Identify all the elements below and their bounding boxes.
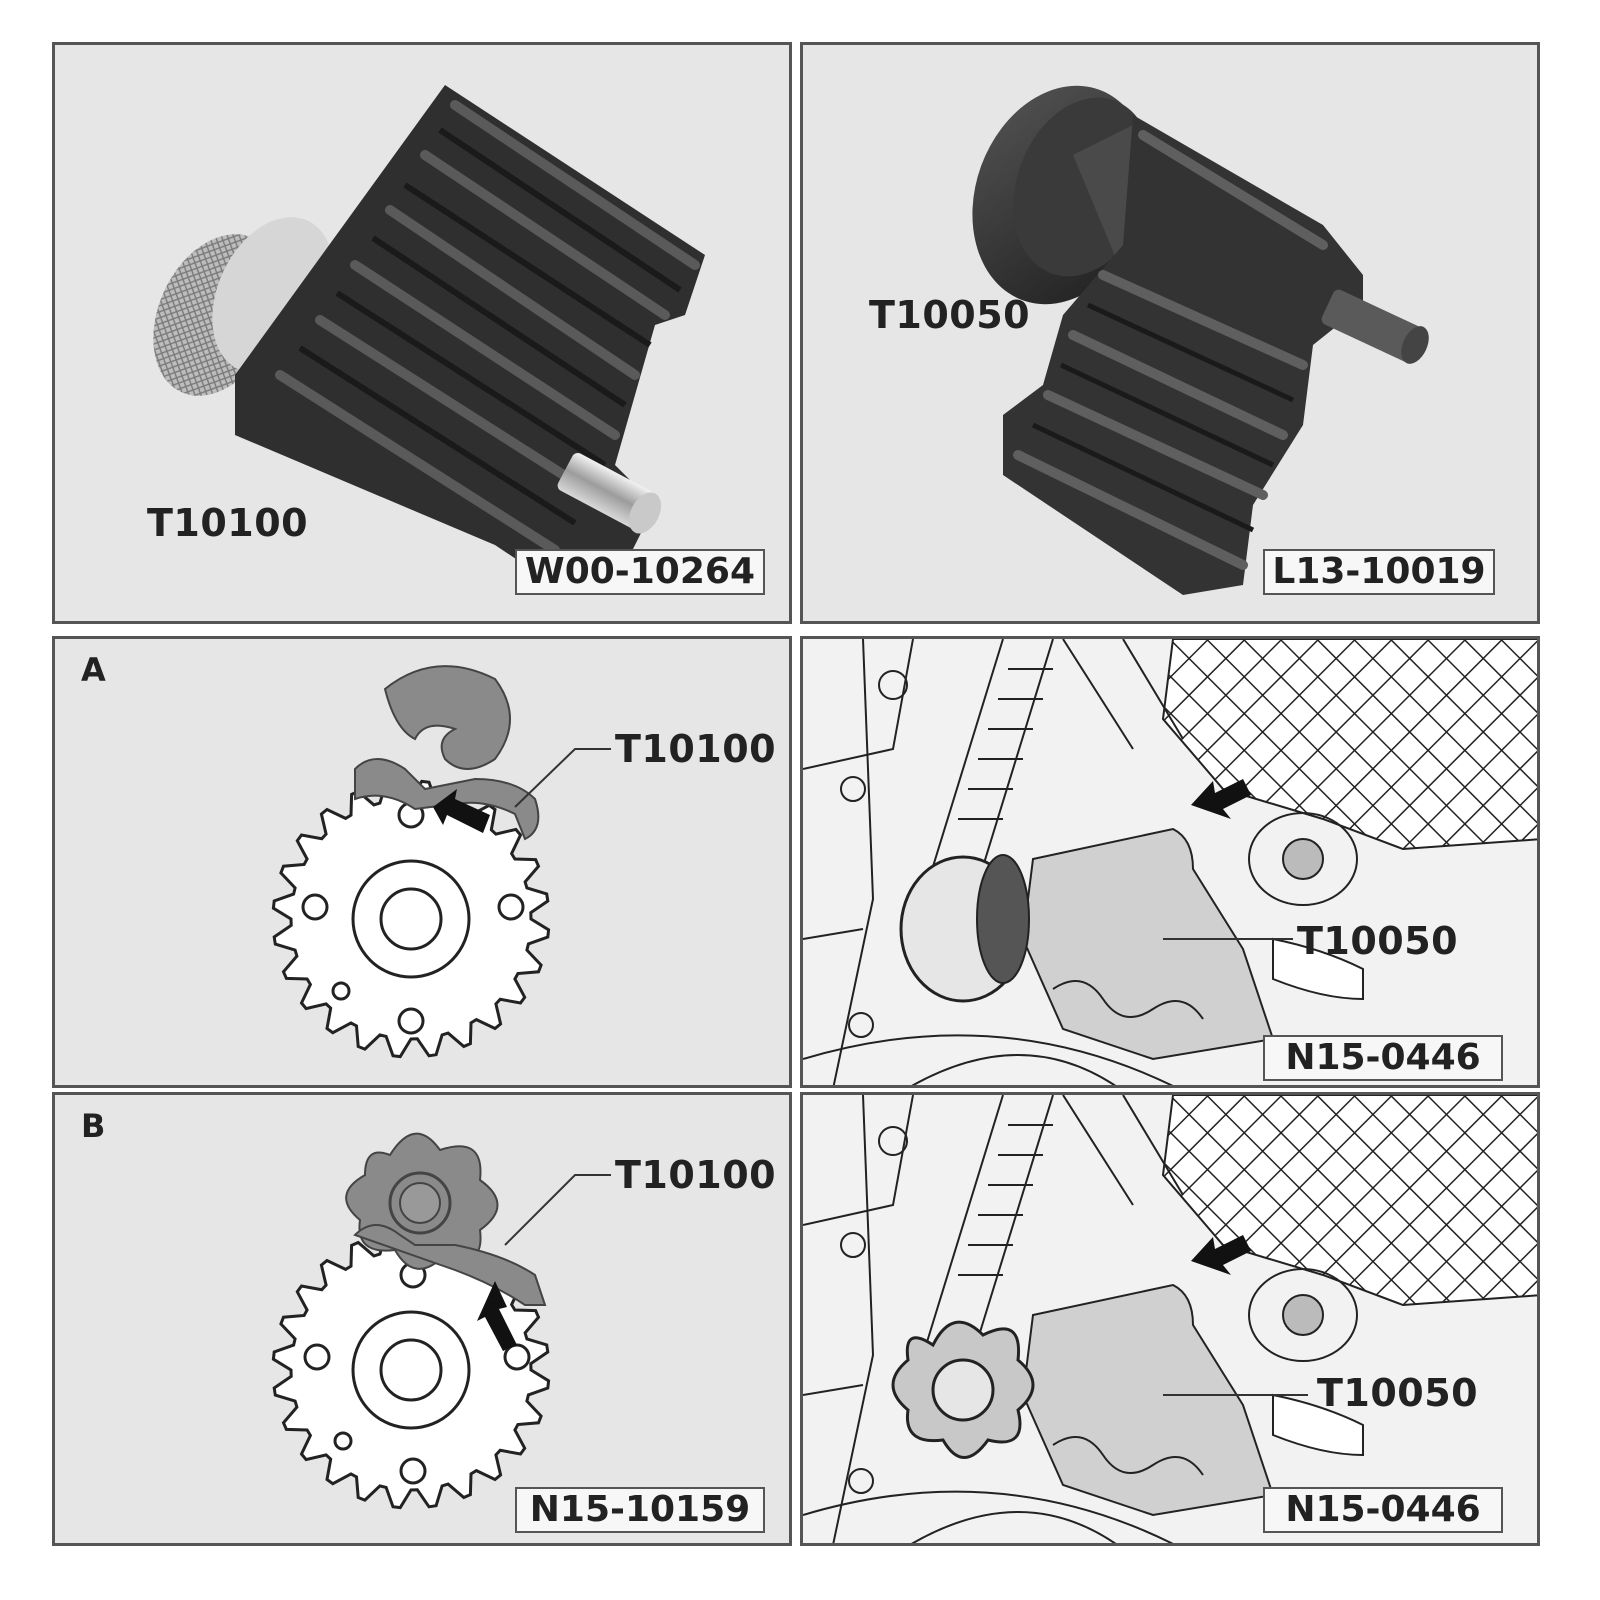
- toothed-body: [1003, 115, 1363, 595]
- figure-code: N15-0446: [1263, 1487, 1503, 1533]
- panel-tool-t10050-photo: T10050 L13-10019: [800, 42, 1540, 624]
- tool-label: T10100: [615, 1153, 777, 1197]
- timing-belt: [922, 639, 1184, 900]
- figure-code: N15-0446: [1263, 1035, 1503, 1081]
- leader-line: [514, 748, 611, 808]
- engine-illustration-b: [803, 1095, 1537, 1543]
- t10050-tool-shape: [899, 827, 1364, 1061]
- panel-tool-t10100-photo: T10100 W00-10264: [52, 42, 792, 624]
- mesh-cover: [1161, 639, 1537, 851]
- sprocket-holes: [303, 1261, 531, 1485]
- locking-pin: [557, 452, 662, 534]
- tool-label: T10100: [615, 727, 777, 771]
- sprocket-holes: [301, 801, 525, 1035]
- t10050-tool-shape: [891, 1283, 1364, 1517]
- panel-diagram-b: B T10100 N15-10159: [52, 1092, 792, 1546]
- arrow-icon: [1191, 1235, 1251, 1275]
- figure-code: N15-10159: [515, 1487, 765, 1533]
- panel-diagram-a: A T10100: [52, 636, 792, 1088]
- mesh-cover: [1161, 1095, 1537, 1307]
- panel-engine-t10050-a: T10050 N15-0446: [800, 636, 1540, 1088]
- tool-label: T10050: [1297, 919, 1459, 963]
- leader-line: [504, 1174, 611, 1246]
- panel-engine-t10050-b: T10050 N15-0446: [800, 1092, 1540, 1546]
- diagram-letter: A: [81, 651, 106, 689]
- sprocket-diagram-a: [271, 665, 611, 1059]
- tool-label: T10050: [1317, 1371, 1479, 1415]
- bolt: [1248, 812, 1358, 906]
- timing-belt: [922, 1095, 1184, 1356]
- engine-illustration-a: [803, 639, 1537, 1085]
- sprocket-diagram-b: [271, 1132, 611, 1510]
- arrow-icon: [477, 1281, 517, 1351]
- figure-code: W00-10264: [515, 549, 765, 595]
- engine-housing: [803, 1095, 1174, 1543]
- tool-label: T10050: [869, 293, 1031, 337]
- bolt: [1248, 1268, 1358, 1362]
- t10050-tool-illustration: [972, 85, 1429, 595]
- figure-code: L13-10019: [1263, 549, 1495, 595]
- t10100-tool-shape: [345, 1132, 547, 1306]
- engine-housing: [803, 639, 1174, 1085]
- arrow-icon: [433, 789, 490, 833]
- arrow-icon: [1191, 779, 1251, 819]
- tool-label: T10100: [147, 501, 309, 545]
- diagram-letter: B: [81, 1107, 106, 1145]
- t10100-tool-illustration: [153, 85, 705, 585]
- locking-pin: [1321, 289, 1429, 364]
